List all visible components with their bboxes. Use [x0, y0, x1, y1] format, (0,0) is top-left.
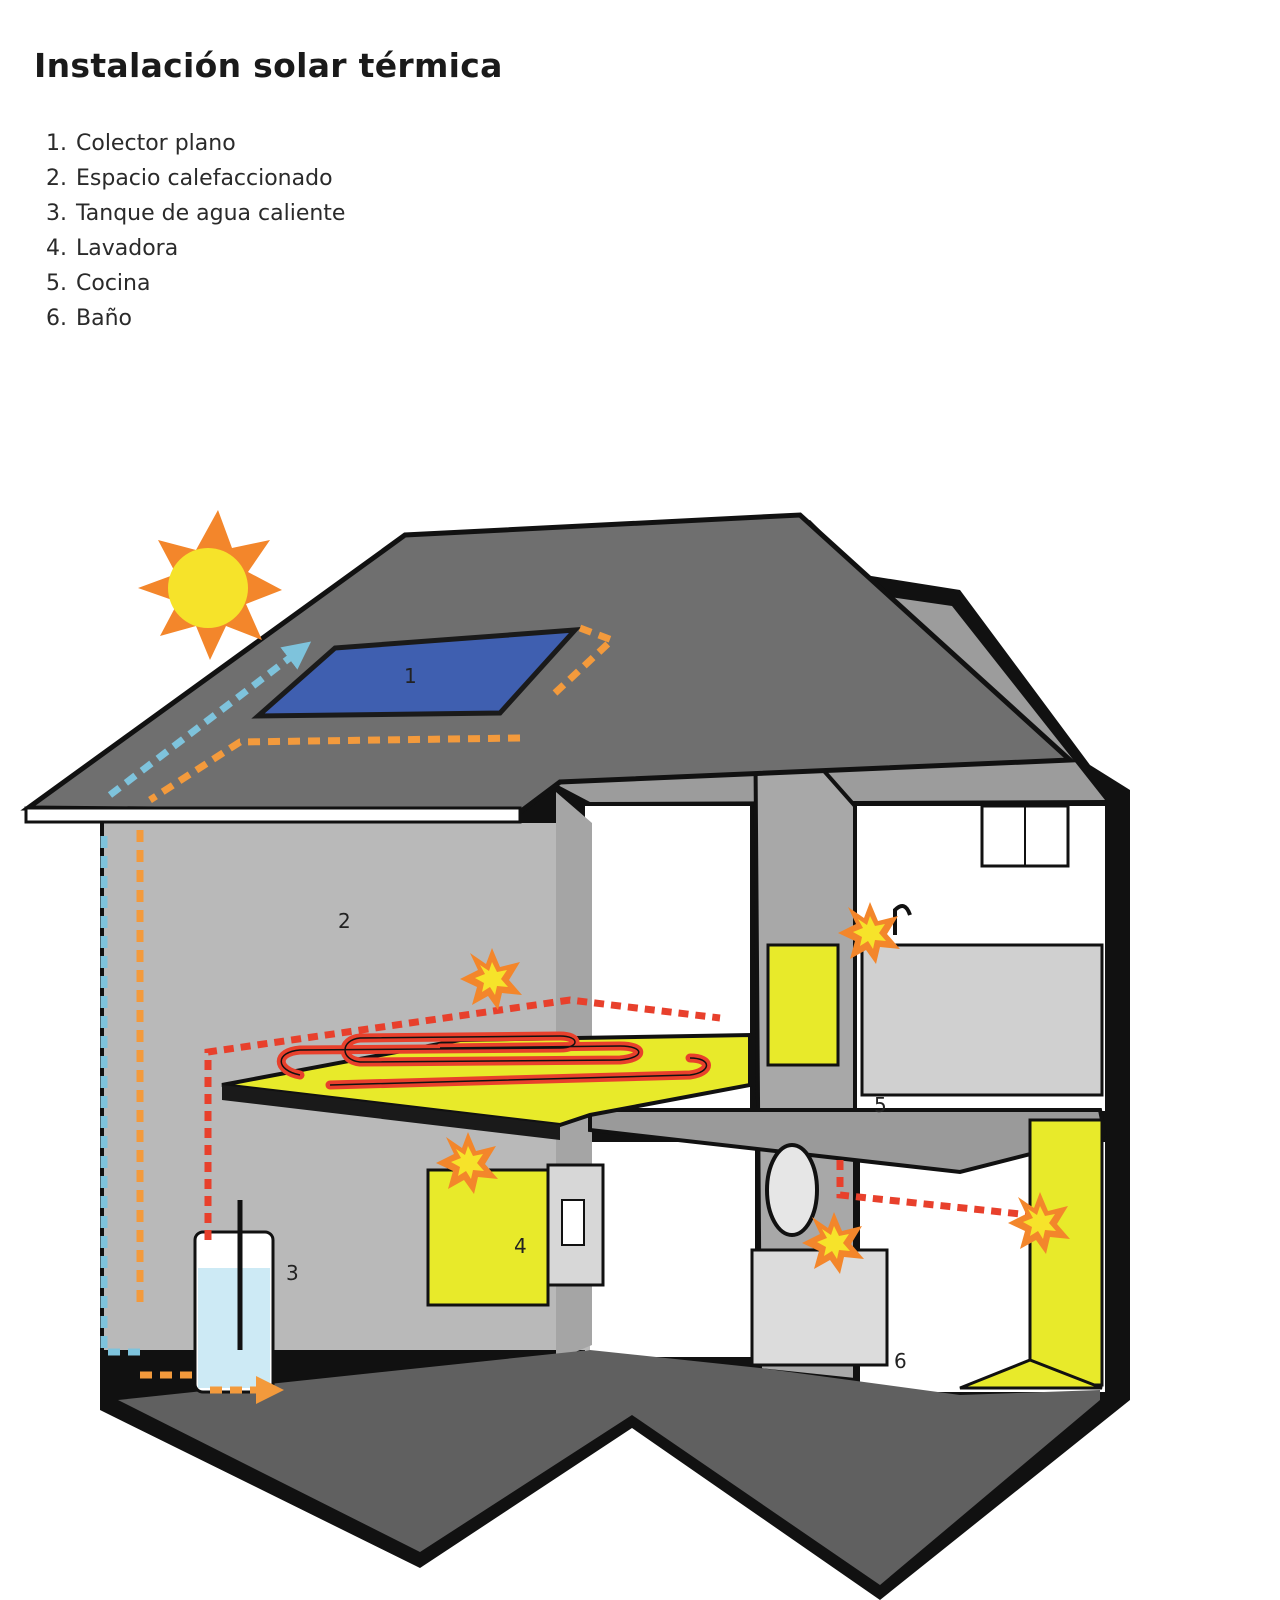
sun-icon: [138, 510, 282, 660]
legend-label: Tanque de agua caliente: [76, 201, 346, 226]
legend-label: Baño: [76, 306, 132, 331]
warm-circuit: [136, 624, 619, 1390]
legend-number: 4.: [46, 236, 67, 261]
legend-number: 5.: [46, 271, 67, 296]
solar-collector: [251, 627, 582, 719]
tank-water: [198, 1268, 270, 1388]
heat-burst-icon: [802, 1212, 864, 1274]
legend-list: 1. Colector plano 2. Espacio calefaccionad…: [46, 126, 345, 336]
legend-label: Colector plano: [76, 131, 236, 156]
kitchen-oven: [766, 943, 840, 1067]
legend-item: 1. Colector plano: [46, 126, 345, 161]
bathroom-label: 6: [894, 1349, 907, 1373]
heated-space-label: 2: [338, 909, 351, 933]
legend-item: 6. Baño: [46, 301, 345, 336]
kitchen-counter: [860, 943, 1104, 1097]
heating-coil-outline: [280, 1035, 708, 1086]
bathroom-mirror: [765, 1143, 819, 1237]
legend-item: 5. Cocina: [46, 266, 345, 301]
floor-front-edge: [222, 1085, 560, 1140]
shower-tray: [959, 1358, 1103, 1390]
legend-label: Espacio calefaccionado: [76, 166, 333, 191]
hot-circuit: [204, 996, 1031, 1240]
legend-label: Cocina: [76, 271, 151, 296]
kitchen-faucet: [893, 904, 912, 935]
lower-room-left: [585, 1142, 755, 1357]
legend-label: Lavadora: [76, 236, 179, 261]
legend-number: 3.: [46, 201, 67, 226]
heat-burst-icon: [460, 948, 522, 1010]
heat-burst-icon: [1008, 1192, 1070, 1254]
bathroom-sink-cabinet: [750, 1248, 889, 1367]
heat-burst-icon: [838, 902, 900, 964]
kitchen-label: 5: [874, 1093, 887, 1117]
washer-body: [426, 1168, 550, 1307]
shower: [1028, 1118, 1104, 1387]
legend-item: 2. Espacio calefaccionado: [46, 161, 345, 196]
legend-item: 3. Tanque de agua caliente: [46, 196, 345, 231]
legend-number: 1.: [46, 131, 67, 156]
legend-item: 4. Lavadora: [46, 231, 345, 266]
heat-burst-icon: [436, 1132, 498, 1194]
page-title: Instalación solar térmica: [34, 46, 503, 85]
roof-eave: [24, 806, 522, 824]
tank-label: 3: [286, 1261, 299, 1285]
legend-number: 2.: [46, 166, 67, 191]
legend-number: 6.: [46, 306, 67, 331]
cold-circuit: [100, 650, 300, 1356]
washer-label: 4: [514, 1234, 527, 1258]
collector-label: 1: [404, 664, 417, 688]
ground-floor: [118, 1350, 1100, 1585]
dryer-door: [561, 1199, 585, 1246]
